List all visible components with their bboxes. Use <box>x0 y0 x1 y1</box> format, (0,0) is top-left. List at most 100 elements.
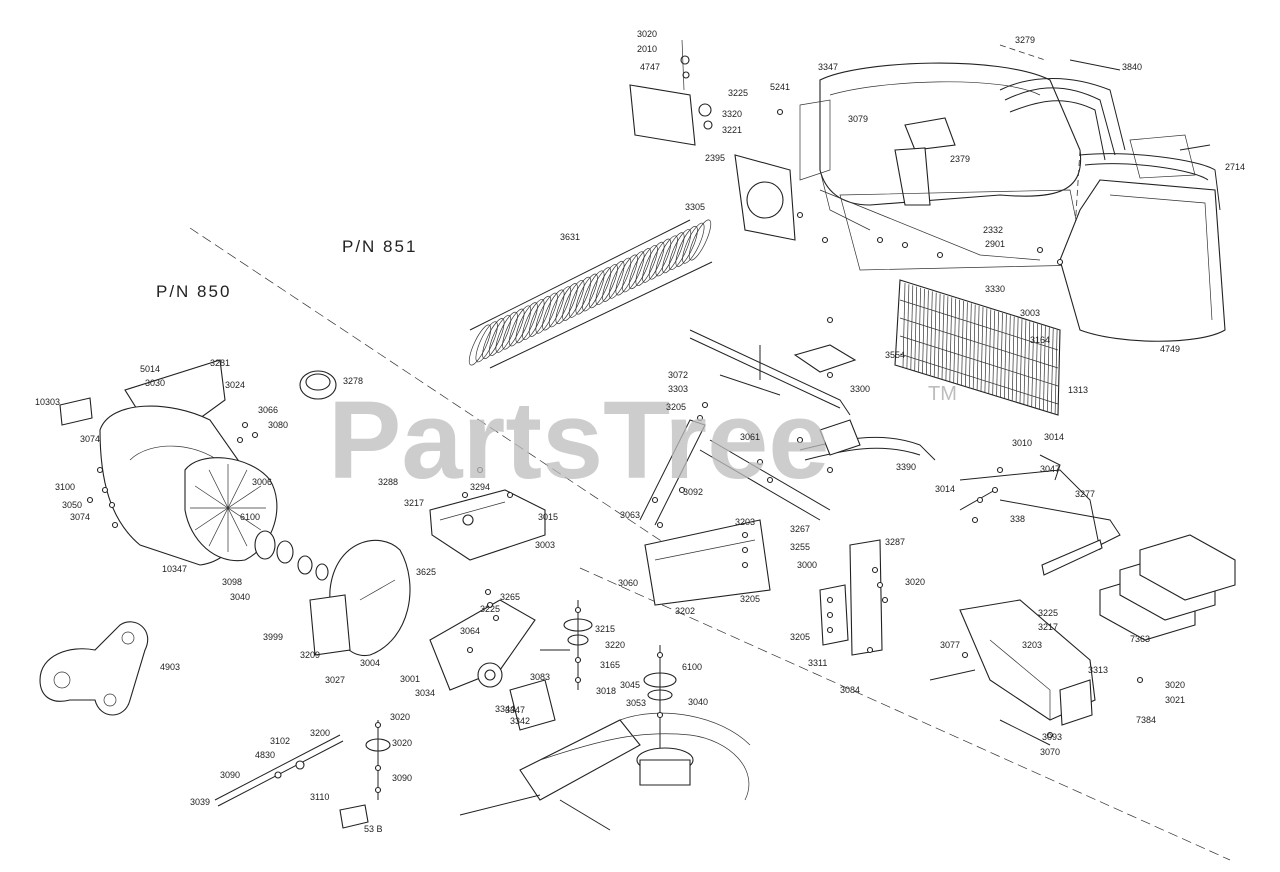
part-label: 3342 <box>510 716 530 726</box>
part-label: 3070 <box>1040 747 1060 757</box>
part-label: 53 B <box>364 824 383 834</box>
part-label: 3072 <box>668 370 688 380</box>
part-label: 3279 <box>1015 35 1035 45</box>
part-label: 3083 <box>530 672 550 682</box>
part-labels: 3279 3840 3020 2010 4747 3347 5241 3225 … <box>35 29 1245 834</box>
part-label: 3098 <box>222 577 242 587</box>
part-label: 3313 <box>1088 665 1108 675</box>
flange-plate <box>629 39 796 241</box>
part-label: 3080 <box>268 420 288 430</box>
part-label: 3625 <box>416 567 436 577</box>
part-label: 3300 <box>850 384 870 394</box>
collection-bag <box>1059 134 1226 342</box>
part-label: 3027 <box>325 675 345 685</box>
mounting-plate <box>429 489 546 561</box>
hardware <box>86 108 1144 794</box>
part-label: 3200 <box>310 728 330 738</box>
part-label: 3287 <box>885 537 905 547</box>
part-label: 3303 <box>668 384 688 394</box>
part-label: 3205 <box>740 594 760 604</box>
part-label: 3039 <box>190 797 210 807</box>
part-label: 3063 <box>620 510 640 520</box>
part-label: 3090 <box>392 773 412 783</box>
part-label: 3090 <box>220 770 240 780</box>
part-label: 3047 <box>1040 464 1060 474</box>
part-label: 3220 <box>605 640 625 650</box>
part-label: 6100 <box>240 512 260 522</box>
part-label: 3221 <box>722 125 742 135</box>
part-label: 3020 <box>392 738 412 748</box>
part-label: 3030 <box>145 378 165 388</box>
part-label: 2379 <box>950 154 970 164</box>
watermark-trademark: TM <box>928 383 957 405</box>
part-label: 3003 <box>1020 308 1040 318</box>
part-label: 3074 <box>80 434 100 444</box>
part-label: 3040 <box>688 697 708 707</box>
blower-housing <box>59 359 278 566</box>
deck-assembly <box>459 712 751 831</box>
heading-pn-851: P/N 851 <box>342 237 417 256</box>
part-label: 3267 <box>790 524 810 534</box>
part-label: 5014 <box>140 364 160 374</box>
part-label: 4830 <box>255 750 275 760</box>
part-label: 3020 <box>1165 680 1185 690</box>
part-label: 3050 <box>62 500 82 510</box>
belt-guard <box>39 621 149 716</box>
part-label: 3010 <box>1012 438 1032 448</box>
part-label: 3015 <box>538 512 558 522</box>
part-label: 3021 <box>1165 695 1185 705</box>
pulley-stack <box>254 370 337 581</box>
part-label: 3045 <box>620 680 640 690</box>
part-label: 3014 <box>935 484 955 494</box>
part-label: 3004 <box>360 658 380 668</box>
part-label: 3205 <box>666 402 686 412</box>
part-label: 3305 <box>685 202 705 212</box>
idler-arm <box>429 599 570 731</box>
part-label: 3001 <box>400 674 420 684</box>
part-label: 3020 <box>390 712 410 722</box>
part-label: 3840 <box>1122 62 1142 72</box>
part-label: 3217 <box>404 498 424 508</box>
part-label: 3040 <box>230 592 250 602</box>
drive-shaft <box>214 734 344 807</box>
part-label: 3165 <box>600 660 620 670</box>
part-label: 3092 <box>683 487 703 497</box>
part-label: 3024 <box>225 380 245 390</box>
part-label: 3003 <box>535 540 555 550</box>
part-label: 5241 <box>770 82 790 92</box>
part-label: 3066 <box>258 405 278 415</box>
handle-tubes <box>999 44 1221 211</box>
part-label: 3061 <box>740 432 760 442</box>
part-label: 3320 <box>722 109 742 119</box>
part-label: 3631 <box>560 232 580 242</box>
part-label: 3554 <box>885 350 905 360</box>
part-label: 3347 <box>818 62 838 72</box>
part-label: 3102 <box>270 736 290 746</box>
part-label: 3110 <box>310 792 329 802</box>
part-label: 3288 <box>378 477 398 487</box>
part-label: 3278 <box>343 376 363 386</box>
part-label: 3000 <box>797 560 817 570</box>
part-label: 10347 <box>162 564 187 574</box>
part-label: 3034 <box>415 688 435 698</box>
part-label: 2901 <box>985 239 1005 249</box>
watermark-text: PartsTree <box>328 379 829 502</box>
part-label: 3294 <box>470 482 490 492</box>
part-label: 3202 <box>675 606 695 616</box>
part-label: 3203 <box>1022 640 1042 650</box>
part-label: 3215 <box>595 624 615 634</box>
part-label: 3999 <box>263 632 283 642</box>
part-label: 3006 <box>252 477 272 487</box>
part-label: 7363 <box>1130 634 1150 644</box>
part-label: 3311 <box>808 658 827 668</box>
divider-line <box>189 227 721 581</box>
part-label: 3164 <box>1030 335 1050 345</box>
part-label: 3255 <box>790 542 810 552</box>
part-label: 3079 <box>848 114 868 124</box>
part-label: 1313 <box>1068 385 1088 395</box>
part-label: 3330 <box>985 284 1005 294</box>
heading-pn-850: P/N 850 <box>156 282 231 301</box>
bracket-assembly <box>929 599 1096 746</box>
part-label: 3064 <box>460 626 480 636</box>
